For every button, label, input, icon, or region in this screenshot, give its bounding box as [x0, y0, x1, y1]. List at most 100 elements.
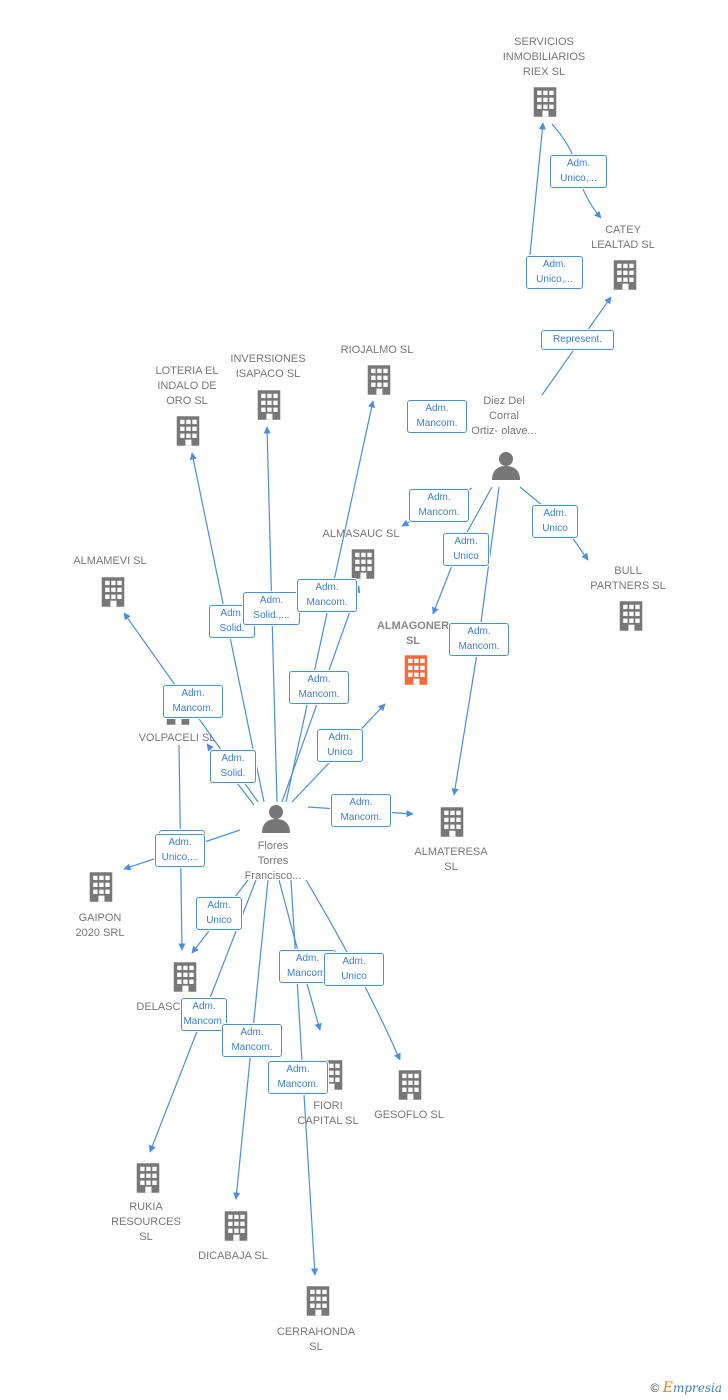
node-label-line: DELASC...: [136, 1001, 190, 1013]
node-label-riojalmo[interactable]: RIOJALMO SL: [341, 343, 414, 358]
edge-label-line: Unico,...: [161, 852, 199, 863]
edge-label[interactable]: Adm.Unico: [317, 729, 363, 762]
building-icon[interactable]: [224, 1211, 248, 1241]
brand-name: mpresia: [672, 1381, 722, 1395]
building-icon[interactable]: [440, 807, 464, 837]
edge-label-line: Mancom.: [458, 641, 500, 652]
node-label-delasc[interactable]: DELASC...: [136, 1000, 189, 1015]
node-label-line: GESOFLO SL: [374, 1109, 444, 1121]
building-icon[interactable]: [101, 577, 125, 607]
node-label-line: ALMATERESA: [414, 846, 488, 858]
building-icon[interactable]: [398, 1070, 422, 1100]
node-label-line: ALMASAUC SL: [322, 528, 400, 540]
edge-label-line: Unico,...: [560, 173, 597, 184]
edge-label-line: Unico: [453, 551, 479, 562]
edge-label-line: Adm.: [286, 1064, 310, 1075]
building-icon[interactable]: [257, 390, 281, 420]
node-label-line: LEALTAD SL: [591, 239, 655, 251]
node-label-line: CATEY: [605, 224, 641, 236]
building-icon[interactable]: [404, 655, 428, 685]
node-label-almamevi[interactable]: ALMAMEVI SL: [73, 554, 146, 569]
edge-label-line: Mancom.: [416, 418, 458, 429]
edge-label[interactable]: Adm.Unico,...: [155, 834, 205, 867]
copyright-symbol: ©: [650, 1381, 660, 1395]
building-icon[interactable]: [351, 549, 375, 579]
node-label-line: INDALO DE: [157, 380, 217, 392]
edge-label[interactable]: Adm.Unico,...: [526, 256, 583, 289]
edge-label[interactable]: Adm.Mancom.: [449, 623, 509, 656]
node-label-gesoflo[interactable]: GESOFLO SL: [374, 1108, 444, 1123]
building-icon[interactable]: [306, 1286, 330, 1316]
edge-label[interactable]: Adm.Solid.: [210, 750, 256, 783]
node-label-line: FIORI: [313, 1100, 343, 1112]
edge-label[interactable]: Adm.Unico: [196, 897, 242, 930]
edge-label-line: Adm.: [240, 1027, 264, 1038]
edge-label-line: Adm.: [542, 259, 567, 270]
edge-label-line: Adm.: [315, 582, 339, 593]
node-label-line: DICABAJA SL: [198, 1250, 268, 1262]
node-label-line: LOTERIA EL: [155, 365, 219, 377]
edge-label[interactable]: Adm.Mancom.: [297, 579, 357, 612]
edge-label[interactable]: Represent.: [541, 330, 614, 350]
building-icon[interactable]: [176, 416, 200, 446]
building-icon[interactable]: [89, 872, 113, 902]
edge-label[interactable]: Adm. Mancom.: [268, 1061, 328, 1094]
edge-label[interactable]: Adm.Mancom.: [331, 794, 391, 827]
person-icon[interactable]: [492, 452, 520, 480]
edge-label-line: Unico: [327, 747, 353, 758]
person-icon[interactable]: [262, 805, 290, 833]
node-label-line: VOLPACELI SL: [138, 732, 216, 744]
node-label-line: Ortiz- olave...: [471, 425, 537, 437]
building-icon[interactable]: [613, 260, 637, 290]
building-icon[interactable]: [136, 1163, 160, 1193]
node-label-line: Diez Del: [483, 395, 525, 407]
edge-label[interactable]: Adm.Mancom.: [181, 998, 227, 1031]
building-icon[interactable]: [533, 87, 557, 117]
edge-label[interactable]: Adm.Unico: [532, 505, 578, 538]
edge-label-line: Solid.: [220, 768, 246, 779]
edge-label-line: Mancom.: [418, 507, 460, 518]
building-icon[interactable]: [367, 365, 391, 395]
edge-label-line: Represent.: [553, 334, 602, 345]
node-label-line: SL: [444, 861, 458, 873]
node-label-line: Flores: [257, 840, 289, 852]
edge-label-line: Mancom.: [277, 1079, 319, 1090]
node-label-almasauc[interactable]: ALMASAUC SL: [322, 527, 399, 542]
edge-label-line: Mancom.: [340, 812, 382, 823]
edge-label-line: Mancom.: [231, 1042, 273, 1053]
edge-label[interactable]: Adm.Mancom.: [409, 489, 469, 522]
brand-initial: E: [662, 1380, 673, 1396]
edge-label[interactable]: Adm.Unico: [324, 953, 384, 986]
node-label-volpaceli[interactable]: VOLPACELI SL: [139, 731, 216, 746]
edge-label[interactable]: Adm.Mancom.: [289, 671, 349, 704]
edge-label[interactable]: Adm.Unico,...: [550, 155, 607, 188]
building-icon[interactable]: [619, 601, 643, 631]
edge-label[interactable]: Adm.Unico: [443, 533, 489, 566]
edge-label-line: Adm.: [259, 595, 284, 606]
node-label-line: ALMAMEVI SL: [73, 555, 147, 567]
node-label-almateresa[interactable]: ALMATERESA SL: [414, 845, 487, 875]
edge-label-line: Adm.: [543, 508, 567, 519]
edge-label-line: Adm.: [342, 956, 366, 967]
edge-label[interactable]: Adm. Mancom.: [222, 1024, 282, 1057]
brand-watermark: © Empresia: [651, 1380, 722, 1396]
node-label-dicabaja[interactable]: DICABAJA SL: [198, 1249, 268, 1264]
node-label-line: Francisco...: [244, 870, 302, 882]
edge-label-line: Adm.: [307, 674, 331, 685]
edge-label[interactable]: Adm.Mancom.: [163, 685, 223, 718]
edge-label[interactable]: Adm.Mancom.: [407, 400, 467, 433]
edge-label[interactable]: Adm.Solid.,...: [243, 592, 300, 625]
node-label-catey[interactable]: CATEY LEALTAD SL: [591, 223, 655, 253]
building-icon[interactable]: [173, 962, 197, 992]
